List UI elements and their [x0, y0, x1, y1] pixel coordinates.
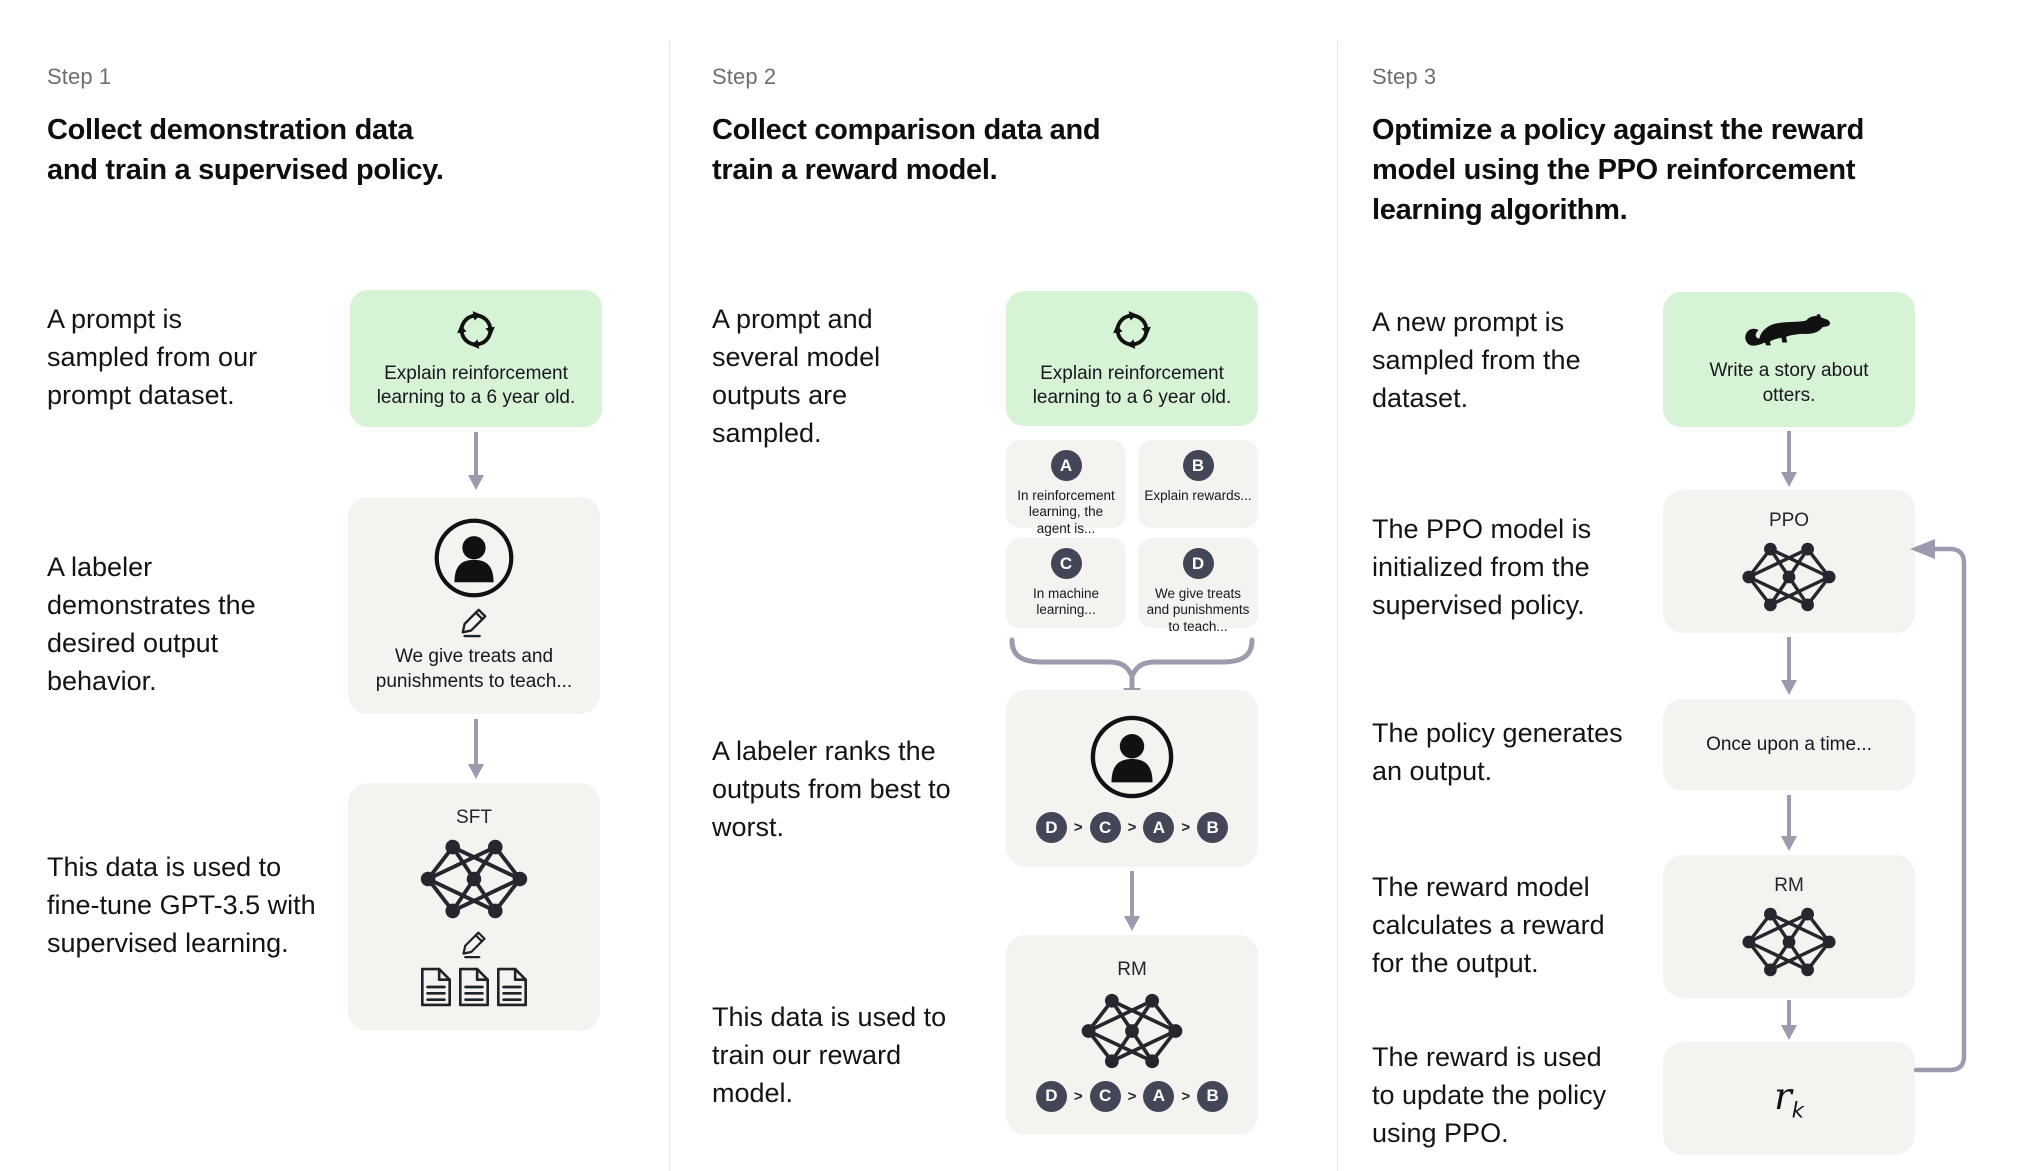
answer-badge-a: A	[1050, 450, 1082, 481]
step2-prompt-box: Explain reinforcement learning to a 6 ye…	[1006, 291, 1258, 426]
step2-label: Step 2	[712, 64, 777, 89]
arrow-down-icon	[1781, 795, 1797, 851]
ranking-badges: D > C > A > B	[1035, 1080, 1229, 1112]
reward-value: rk	[1774, 1074, 1804, 1123]
cycle-icon	[457, 310, 495, 349]
rank-badge: A	[1143, 1080, 1175, 1112]
arrow-down-icon	[468, 432, 484, 490]
step1-caption-finetune: This data is used to fine-tune GPT-3.5 w…	[47, 852, 316, 959]
arrow-down-icon	[1781, 1000, 1797, 1040]
step1-title: Collect demonstration data and train a s…	[47, 114, 444, 187]
step1-caption-prompt: A prompt is sampled from our prompt data…	[47, 304, 258, 411]
rm-label: RM	[1117, 958, 1147, 980]
document-icon	[497, 967, 527, 1007]
column-divider	[1337, 42, 1338, 1171]
answer-box-a: A In reinforcement learning, the agent i…	[1006, 440, 1126, 536]
arrow-down-icon	[1781, 637, 1797, 695]
sft-label: SFT	[456, 807, 492, 828]
network-icon	[1742, 542, 1836, 611]
rank-badge: D	[1035, 1080, 1067, 1112]
rank-separator: >	[1127, 819, 1137, 836]
step3-caption-update: The reward is used to update the policy …	[1372, 1042, 1607, 1149]
rank-badge: B	[1197, 1080, 1229, 1112]
answer-badge-b: B	[1182, 450, 1214, 481]
step3-output-box: Once upon a time...	[1663, 699, 1915, 791]
document-icon	[459, 967, 489, 1007]
rank-separator: >	[1127, 1087, 1137, 1105]
step1-label: Step 1	[47, 64, 112, 89]
person-icon	[1090, 715, 1174, 799]
person-icon	[434, 518, 514, 598]
column-divider	[669, 42, 670, 1171]
ppo-label: PPO	[1768, 509, 1810, 531]
otter-icon	[1745, 314, 1831, 346]
answer-text-c: In machine learning...	[1032, 586, 1100, 618]
rank-separator: >	[1181, 819, 1191, 836]
step2-ranking-box: D > C > A > B	[1006, 690, 1258, 867]
rank-separator: >	[1073, 819, 1083, 836]
answer-box-d: D We give treats and punishments to teac…	[1138, 538, 1258, 634]
pencil-icon	[462, 931, 486, 959]
network-icon	[1742, 907, 1836, 976]
step2-caption-rank: A labeler ranks the outputs from best to…	[712, 736, 951, 843]
rank-separator: >	[1073, 1087, 1083, 1105]
ranking-badges: D > C > A > B	[1035, 812, 1229, 843]
answer-badge-c: C	[1050, 548, 1082, 579]
answer-box-b: B Explain rewards...	[1138, 440, 1258, 528]
step1-labeler-box: We give treats and punishments to teach.…	[348, 497, 600, 714]
step3-output-text: Once upon a time...	[1706, 733, 1872, 755]
step3-prompt-text: Write a story about otters.	[1709, 360, 1869, 406]
network-icon	[420, 839, 528, 919]
rm-label: RM	[1774, 874, 1804, 896]
rank-badge: D	[1035, 812, 1067, 843]
rank-badge: B	[1197, 812, 1229, 843]
step3-ppo-box: PPO	[1663, 490, 1915, 633]
step2-rm-box: RM D > C > A > B	[1006, 935, 1258, 1135]
rank-badge: A	[1143, 812, 1175, 843]
step1-labeler-text: We give treats and punishments to teach.…	[375, 646, 573, 692]
rank-separator: >	[1181, 1087, 1191, 1105]
answer-badge-d: D	[1182, 548, 1214, 579]
step2-prompt-text: Explain reinforcement learning to a 6 ye…	[1032, 362, 1232, 408]
answer-text-a: In reinforcement learning, the agent is.…	[1017, 488, 1115, 536]
step1-prompt-box: Explain reinforcement learning to a 6 ye…	[350, 290, 602, 427]
step1-sft-box: SFT	[348, 783, 600, 1031]
step3-prompt-box: Write a story about otters.	[1663, 292, 1915, 427]
feedback-loop-arrow-icon	[1910, 539, 1967, 1073]
step3-caption-prompt: A new prompt is sampled from the dataset…	[1372, 307, 1581, 414]
documents-icon	[420, 967, 528, 1007]
step1-caption-labeler: A labeler demonstrates the desired outpu…	[47, 552, 256, 697]
step3-caption-init: The PPO model is initialized from the su…	[1372, 514, 1592, 621]
answer-text-d: We give treats and punishments to teach.…	[1146, 586, 1250, 634]
network-icon	[1081, 993, 1183, 1068]
step3-label: Step 3	[1372, 64, 1437, 89]
step3-caption-reward: The reward model calculates a reward for…	[1372, 872, 1605, 979]
pencil-icon	[461, 608, 487, 638]
step3-caption-output: The policy generates an output.	[1372, 718, 1623, 787]
step2-title: Collect comparison data and train a rewa…	[712, 114, 1101, 187]
answer-box-c: C In machine learning...	[1006, 538, 1126, 628]
step3-rm-box: RM	[1663, 855, 1915, 998]
step3-title: Optimize a policy against the reward mod…	[1372, 114, 1864, 227]
step3-reward-box: rk	[1663, 1042, 1915, 1155]
arrow-down-icon	[468, 719, 484, 779]
document-icon	[421, 967, 451, 1007]
arrow-down-icon	[1124, 871, 1140, 931]
arrow-down-icon	[1781, 431, 1797, 487]
step2-caption-sample: A prompt and several model outputs are s…	[712, 304, 881, 449]
step2-caption-train: This data is used to train our reward mo…	[712, 1002, 947, 1109]
cycle-icon	[1113, 310, 1151, 349]
rank-badge: C	[1089, 1080, 1121, 1112]
step1-prompt-text: Explain reinforcement learning to a 6 ye…	[376, 362, 576, 408]
answer-text-b: Explain rewards...	[1144, 488, 1252, 503]
rank-badge: C	[1089, 812, 1121, 843]
